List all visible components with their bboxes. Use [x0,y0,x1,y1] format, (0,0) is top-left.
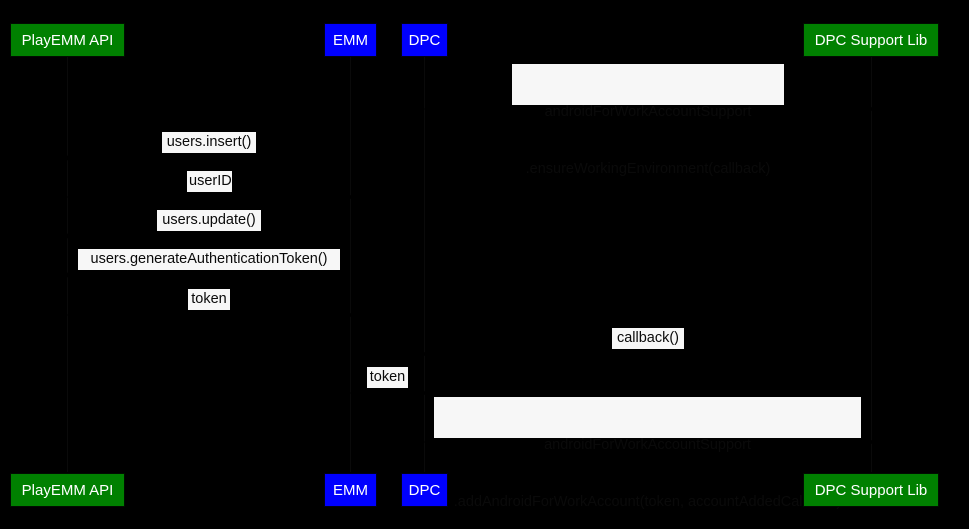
lifeline-playemm-api [67,57,68,472]
participant-emm-top[interactable]: EMM [324,23,377,57]
participant-emm-bottom[interactable]: EMM [324,473,377,507]
message-line-1: androidForWorkAccountSupport [544,437,751,453]
participant-label: EMM [333,481,368,499]
message-line-2: .ensureWorkingEnvironment(callback) [525,161,771,177]
participant-dpc-bottom[interactable]: DPC [401,473,448,507]
message-label-users-update: users.update() [157,210,261,231]
message-label-token-to-dpc: token [367,367,408,388]
message-label-ensure-working-environment: androidForWorkAccountSupport .ensureWork… [512,64,784,177]
message-label-userid: userID [187,171,232,192]
participant-dpc-top[interactable]: DPC [401,23,448,57]
participant-dpc-support-lib-top[interactable]: DPC Support Lib [803,23,939,57]
participant-label: DPC [408,481,441,499]
message-label-callback: callback() [612,328,684,349]
message-line-2: .addAndroidForWorkAccount(token, account… [453,494,842,510]
participant-label: PlayEMM API [21,481,114,499]
participant-label: PlayEMM API [21,31,114,49]
lifeline-emm [350,57,351,472]
message-label-token-to-emm: token [188,289,230,310]
participant-playemm-api-bottom[interactable]: PlayEMM API [10,473,125,507]
lifeline-dpc [424,57,425,472]
participant-label: EMM [333,31,368,49]
message-label-generate-authentication-token: users.generateAuthenticationToken() [78,249,340,270]
message-line-1: androidForWorkAccountSupport [544,104,752,120]
participant-playemm-api-top[interactable]: PlayEMM API [10,23,125,57]
message-label-users-insert: users.insert() [162,132,256,153]
participant-dpc-support-lib-bottom[interactable]: DPC Support Lib [803,473,939,507]
participant-label: DPC Support Lib [814,31,928,49]
participant-label: DPC [408,31,441,49]
message-label-add-android-for-work-account: androidForWorkAccountSupport .addAndroid… [434,397,861,510]
lifeline-dpc-support-lib [871,57,872,472]
participant-label: DPC Support Lib [814,481,928,499]
